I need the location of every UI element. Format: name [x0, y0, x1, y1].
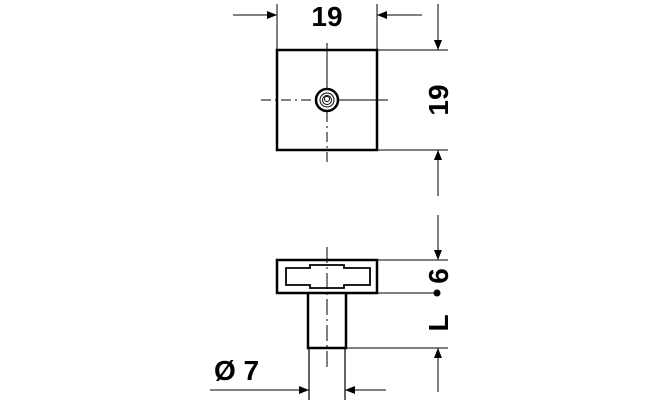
- head-dimension-label: 6: [423, 268, 454, 284]
- dimension-dot: [433, 289, 441, 297]
- center-lines: [261, 43, 388, 165]
- diameter-dimension-label: Ø 7: [214, 355, 259, 386]
- length-dimension: [346, 215, 448, 392]
- top-view: 19 19: [233, 1, 454, 196]
- side-view: 6 L Ø 7: [210, 215, 454, 400]
- height-dimension-label: 19: [423, 84, 454, 115]
- width-dimension-label: 19: [311, 1, 342, 32]
- height-dimension: [377, 4, 448, 196]
- head-recess: [285, 264, 371, 289]
- bolt-head-circles: [314, 87, 340, 113]
- length-dimension-label: L: [423, 314, 454, 331]
- width-dimension: [233, 4, 422, 50]
